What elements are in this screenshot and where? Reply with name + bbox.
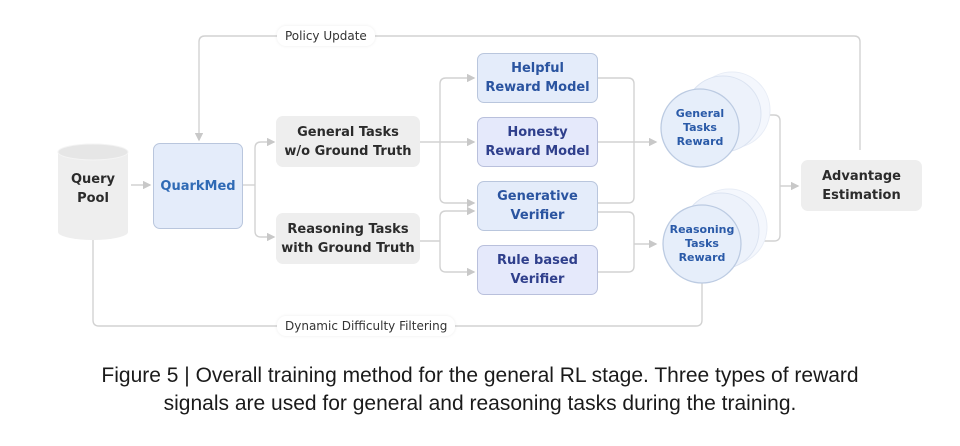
reasoning-tasks-reward-label: Reasoning Tasks Reward [669, 223, 735, 264]
figure-caption: Figure 5 | Overall training method for t… [0, 362, 960, 418]
caption-line-1: Figure 5 | Overall training method for t… [101, 364, 859, 387]
helpful-to-general-reward-edge [598, 77, 635, 204]
general-tasks-node: General Tasks w/o Ground Truth [276, 116, 420, 167]
reasoning-reward-circles [662, 188, 768, 284]
generative-to-reasoning-reward-edge [598, 211, 635, 273]
query-pool-label: Query Pool [70, 172, 115, 206]
reasoning-tasks-node: Reasoning Tasks with Ground Truth [276, 213, 420, 264]
honesty-reward-model-node: Honesty Reward Model [477, 117, 598, 167]
helpful-reward-model-node: Helpful Reward Model [477, 53, 598, 103]
advantage-estimation-node: Advantage Estimation [801, 160, 922, 211]
rule-based-verifier-node: Rule based Verifier [477, 245, 598, 295]
general-reward-to-advantage-edge [760, 114, 781, 242]
reasoning-to-generative-edge [439, 206, 476, 241]
caption-line-2: signals are used for general and reasoni… [163, 392, 797, 415]
generative-verifier-node: Generative Verifier [477, 181, 598, 231]
policy-update-label: Policy Update [277, 26, 375, 46]
quarkmed-node: QuarkMed [153, 143, 243, 229]
policy-update-edge [194, 35, 861, 150]
dynamic-difficulty-filtering-label: Dynamic Difficulty Filtering [277, 316, 456, 336]
general-reward-circles [660, 71, 771, 168]
quarkmed-to-reasoning-edge [254, 185, 276, 242]
general-to-helpful-edge [439, 73, 476, 142]
reasoning-to-rule-edge [439, 241, 476, 277]
general-tasks-reward-label: General Tasks Reward [675, 107, 725, 148]
general-to-generative-edge [439, 142, 476, 208]
quarkmed-to-general-edge [254, 137, 276, 185]
training-diagram: Query Pool QuarkMed General Tasks w/o Gr… [57, 26, 922, 336]
query-pool-cylinder [57, 143, 129, 240]
